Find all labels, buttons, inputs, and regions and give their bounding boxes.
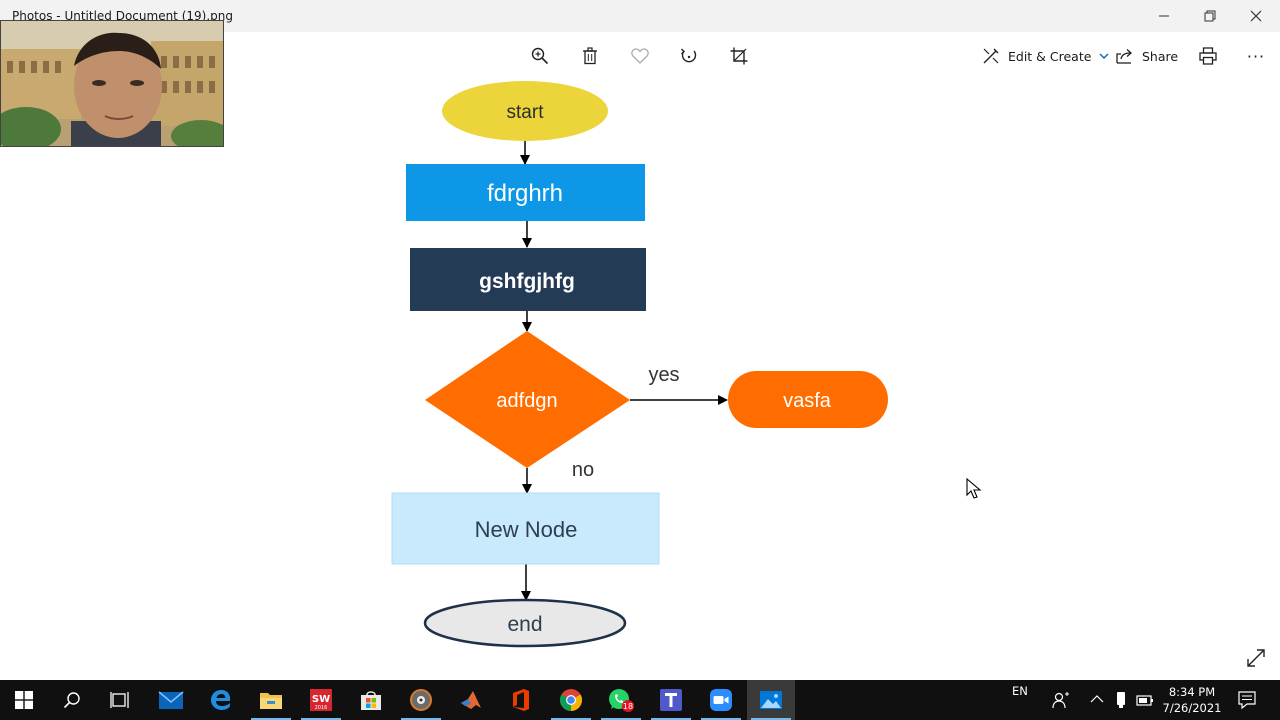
- taskbar-solidworks[interactable]: SW 2016: [297, 680, 345, 720]
- minimize-button[interactable]: [1141, 0, 1187, 32]
- end-label: end: [507, 613, 542, 636]
- start-button[interactable]: [0, 680, 48, 720]
- crop-button[interactable]: [723, 40, 755, 72]
- fullscreen-expand-icon[interactable]: [1244, 646, 1268, 670]
- photos-icon: [760, 691, 782, 709]
- office-icon: [513, 689, 529, 711]
- taskbar-zoom[interactable]: [697, 680, 745, 720]
- edit-create-button[interactable]: Edit & Create: [982, 40, 1109, 72]
- share-button[interactable]: Share: [1116, 40, 1178, 72]
- heart-icon: [631, 48, 649, 64]
- new-node: [391, 492, 660, 565]
- edge-icon: [211, 690, 231, 710]
- whatsapp-icon: 18: [609, 689, 634, 712]
- power-icon[interactable]: [1136, 692, 1154, 708]
- taskbar-chrome[interactable]: [547, 680, 595, 720]
- start-node: [442, 81, 608, 141]
- yes-target-node: [728, 371, 888, 428]
- matlab-icon: [461, 691, 481, 709]
- more-options-button[interactable]: ···: [1246, 46, 1266, 66]
- favorite-button[interactable]: [624, 40, 656, 72]
- taskbar-whatsapp[interactable]: 18: [597, 680, 645, 720]
- solidworks-icon: SW 2016: [310, 689, 332, 711]
- taskbar-photos[interactable]: [747, 680, 795, 720]
- taskbar-file-explorer[interactable]: [247, 680, 295, 720]
- process-node-1: [406, 164, 645, 221]
- end-node: [423, 598, 627, 648]
- share-icon: [1116, 49, 1132, 64]
- usb-device-icon[interactable]: [1114, 691, 1128, 709]
- crop-icon: [730, 47, 748, 65]
- print-icon: [1199, 47, 1217, 65]
- file-explorer-icon: [260, 693, 282, 709]
- chrome-icon: [560, 689, 582, 711]
- webcam-overlay: [0, 20, 224, 147]
- solidworks-icon-year: 2016: [315, 705, 328, 711]
- window-title: Photos - Untitled Document (19).png: [12, 9, 233, 23]
- trash-icon: [583, 47, 597, 65]
- process-node-2: [410, 248, 646, 311]
- flowchart-image: start fdrghrh gshfgjhfg adfdgn yes vasfa…: [391, 81, 888, 648]
- decision-node: [425, 331, 630, 468]
- taskbar-matlab[interactable]: [447, 680, 495, 720]
- language-indicator[interactable]: EN: [1012, 684, 1028, 698]
- search-button[interactable]: [48, 680, 96, 720]
- solidworks-icon-text: SW: [312, 694, 330, 705]
- print-button[interactable]: [1192, 40, 1224, 72]
- minimize-icon: [1159, 15, 1169, 17]
- zoom-button[interactable]: [524, 40, 556, 72]
- decision-label: adfdgn: [496, 390, 557, 412]
- windows-start-icon: [15, 691, 33, 709]
- edit-create-label: Edit & Create: [1008, 48, 1092, 64]
- taskbar-media-player[interactable]: [397, 680, 445, 720]
- restore-button[interactable]: [1187, 0, 1233, 32]
- close-button[interactable]: [1233, 0, 1279, 32]
- close-icon: [1250, 10, 1262, 22]
- no-label: no: [572, 459, 594, 481]
- mail-icon: [158, 691, 184, 709]
- zoom-icon: [710, 689, 732, 711]
- taskbar-store[interactable]: [347, 680, 395, 720]
- rotate-icon: [681, 48, 697, 63]
- windows-taskbar: SW 2016 18: [0, 680, 1280, 720]
- clock-date: 7/26/2021: [1162, 701, 1222, 715]
- taskbar-office[interactable]: [497, 680, 545, 720]
- edit-create-icon: [983, 48, 999, 64]
- clock-time: 8:34 PM: [1168, 685, 1216, 699]
- start-label: start: [507, 102, 545, 123]
- action-center-icon[interactable]: [1238, 691, 1256, 709]
- task-view-icon: [110, 692, 129, 708]
- zoom-in-icon: [531, 47, 549, 65]
- share-label: Share: [1142, 48, 1179, 64]
- search-icon: [63, 692, 80, 709]
- rotate-button[interactable]: [673, 40, 705, 72]
- new-node-label: New Node: [475, 517, 578, 542]
- chevron-up-icon[interactable]: [1090, 694, 1104, 704]
- whatsapp-badge-count: 18: [623, 702, 633, 711]
- people-icon[interactable]: [1052, 691, 1070, 709]
- taskbar-teams[interactable]: [647, 680, 695, 720]
- media-player-icon: [410, 689, 432, 711]
- store-icon: [361, 691, 381, 710]
- restore-icon: [1204, 10, 1216, 22]
- webcam-video-image: [1, 21, 223, 146]
- teams-icon: [660, 689, 682, 711]
- process-node-1-label: fdrghrh: [487, 180, 563, 207]
- delete-button[interactable]: [574, 40, 606, 72]
- process-node-2-label: gshfgjhfg: [479, 270, 575, 293]
- task-view-button[interactable]: [96, 680, 144, 720]
- taskbar-edge[interactable]: [197, 680, 245, 720]
- yes-label: yes: [648, 364, 679, 386]
- yes-target-label: vasfa: [783, 390, 832, 412]
- taskbar-mail[interactable]: [147, 680, 195, 720]
- chevron-down-icon: [1099, 53, 1109, 59]
- mouse-pointer-icon: [966, 478, 982, 499]
- system-clock[interactable]: 8:34 PM 7/26/2021: [1150, 684, 1234, 716]
